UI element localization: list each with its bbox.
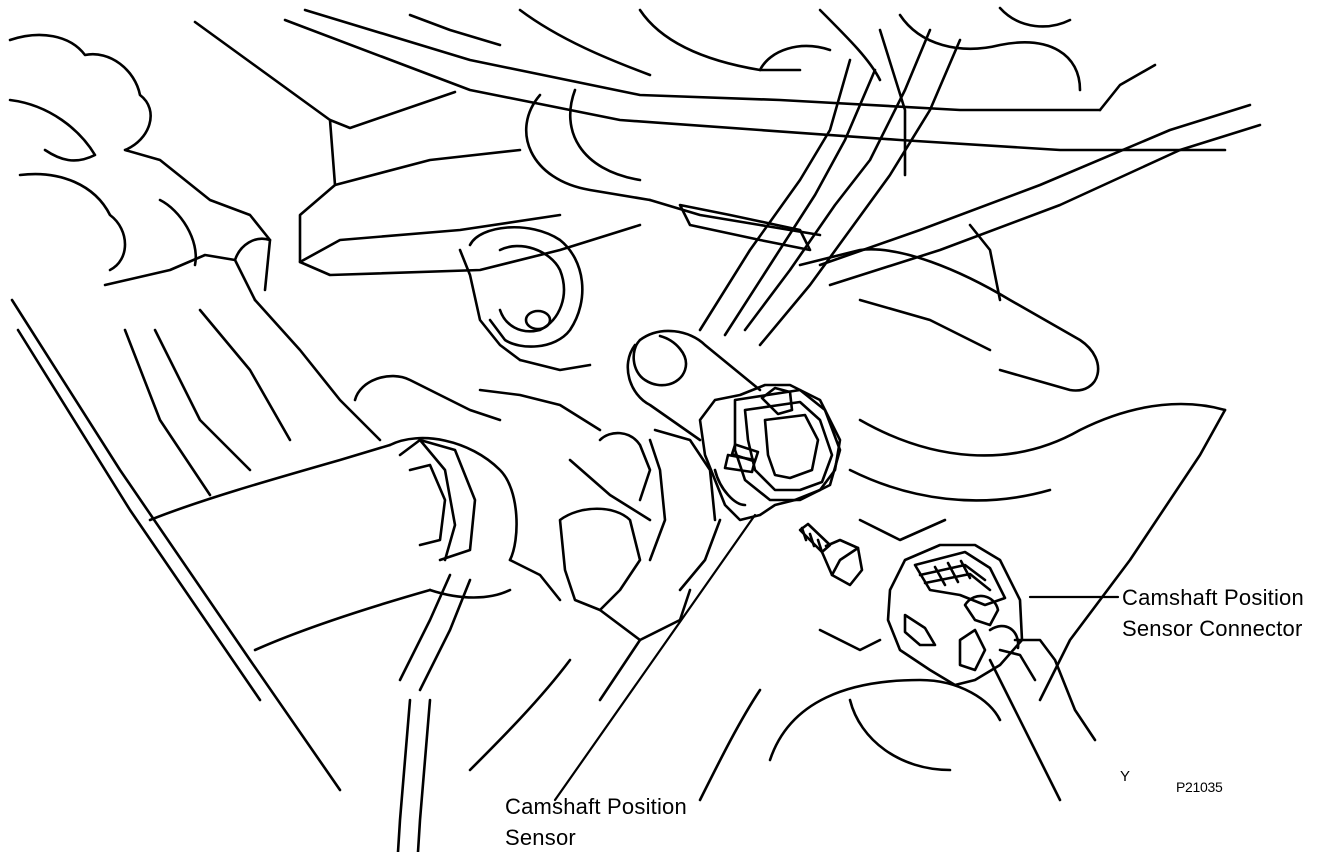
cylinder-head-side	[768, 402, 1227, 772]
lower-cables	[396, 573, 762, 852]
connector-label: Camshaft Position Sensor Connector	[1122, 582, 1304, 644]
boss-fitting	[458, 225, 592, 372]
left-engine-components	[8, 33, 382, 792]
view-letter: Y	[1120, 768, 1131, 785]
sensor-label: Camshaft Position Sensor	[505, 791, 687, 853]
connector-label-line-1: Camshaft Position	[1122, 585, 1304, 610]
engine-block-outline	[193, 6, 1227, 277]
figure-code: P21035	[1176, 779, 1223, 795]
sensor-label-line-1: Camshaft Position	[505, 794, 687, 819]
sensor-bracket	[558, 428, 722, 642]
hose-and-clamp	[148, 374, 602, 652]
sensor-leader-line	[553, 513, 757, 802]
mounting-bolt	[798, 522, 864, 587]
wiring-harness	[698, 28, 1262, 392]
camshaft-position-sensor	[626, 329, 842, 522]
connector-label-line-2: Sensor Connector	[1122, 616, 1303, 641]
camshaft-position-sensor-connector	[886, 543, 1097, 802]
sensor-label-line-2: Sensor	[505, 825, 576, 850]
